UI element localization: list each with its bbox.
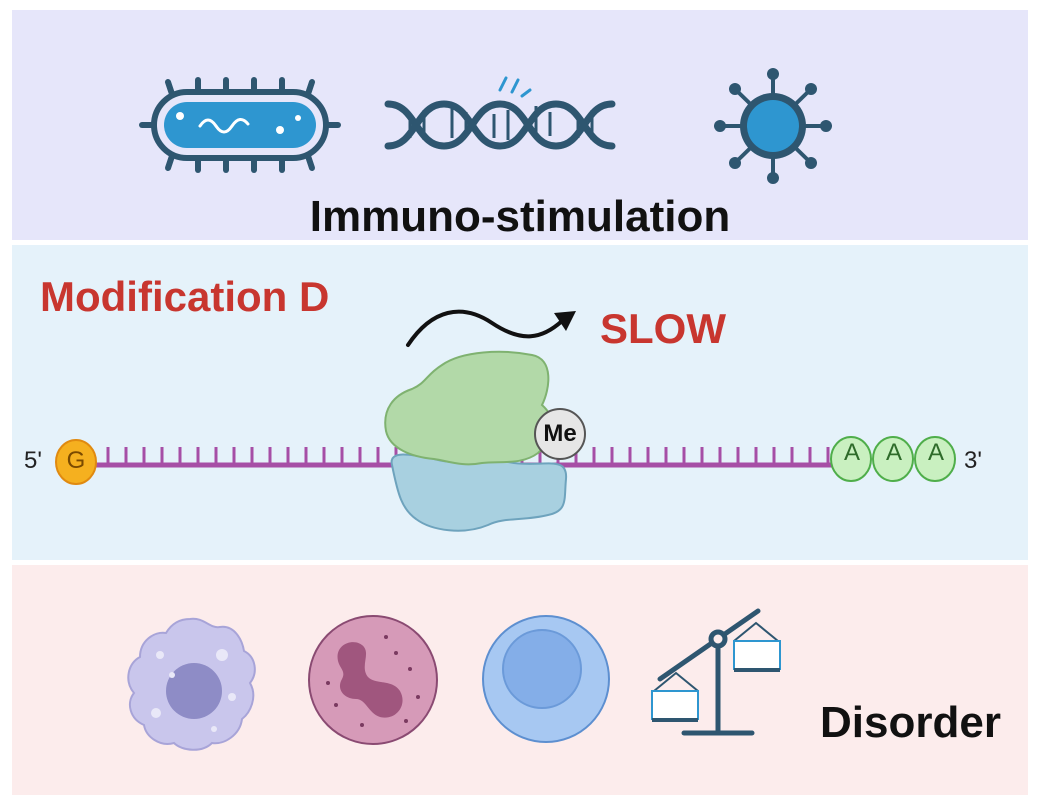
five-prime-label: 5' bbox=[24, 447, 42, 474]
immuno-stimulation-title: Immuno-stimulation bbox=[309, 192, 731, 241]
dna-icon bbox=[384, 76, 616, 150]
ribosome-large-subunit bbox=[384, 350, 553, 466]
lymphocyte-icon bbox=[482, 615, 610, 743]
cap-label: G bbox=[66, 447, 86, 474]
disorder-panel: Disorder bbox=[12, 565, 1028, 795]
wavy-arrow-icon bbox=[406, 309, 576, 347]
bacterium-icon bbox=[139, 77, 341, 173]
modification-panel: Modification D SLOW bbox=[12, 245, 1028, 560]
poly-a-2: A bbox=[885, 439, 902, 466]
poly-a-1: A bbox=[843, 439, 860, 466]
unbalanced-scale-icon bbox=[651, 608, 781, 736]
virus-icon bbox=[714, 68, 832, 184]
poly-a-3: A bbox=[927, 439, 944, 466]
poly-a-tail bbox=[830, 436, 956, 482]
cap-icon bbox=[55, 439, 97, 485]
slow-label: SLOW bbox=[600, 305, 726, 352]
immuno-stimulation-panel: Immuno-stimulation bbox=[12, 10, 1028, 241]
three-prime-label: 3' bbox=[964, 447, 982, 474]
neutrophil-icon bbox=[308, 615, 438, 745]
methyl-group-icon bbox=[534, 408, 586, 460]
modification-title: Modification D bbox=[40, 273, 330, 320]
methyl-label: Me bbox=[543, 420, 577, 447]
macrophage-icon bbox=[127, 617, 256, 751]
disorder-label: Disorder bbox=[820, 698, 1001, 747]
